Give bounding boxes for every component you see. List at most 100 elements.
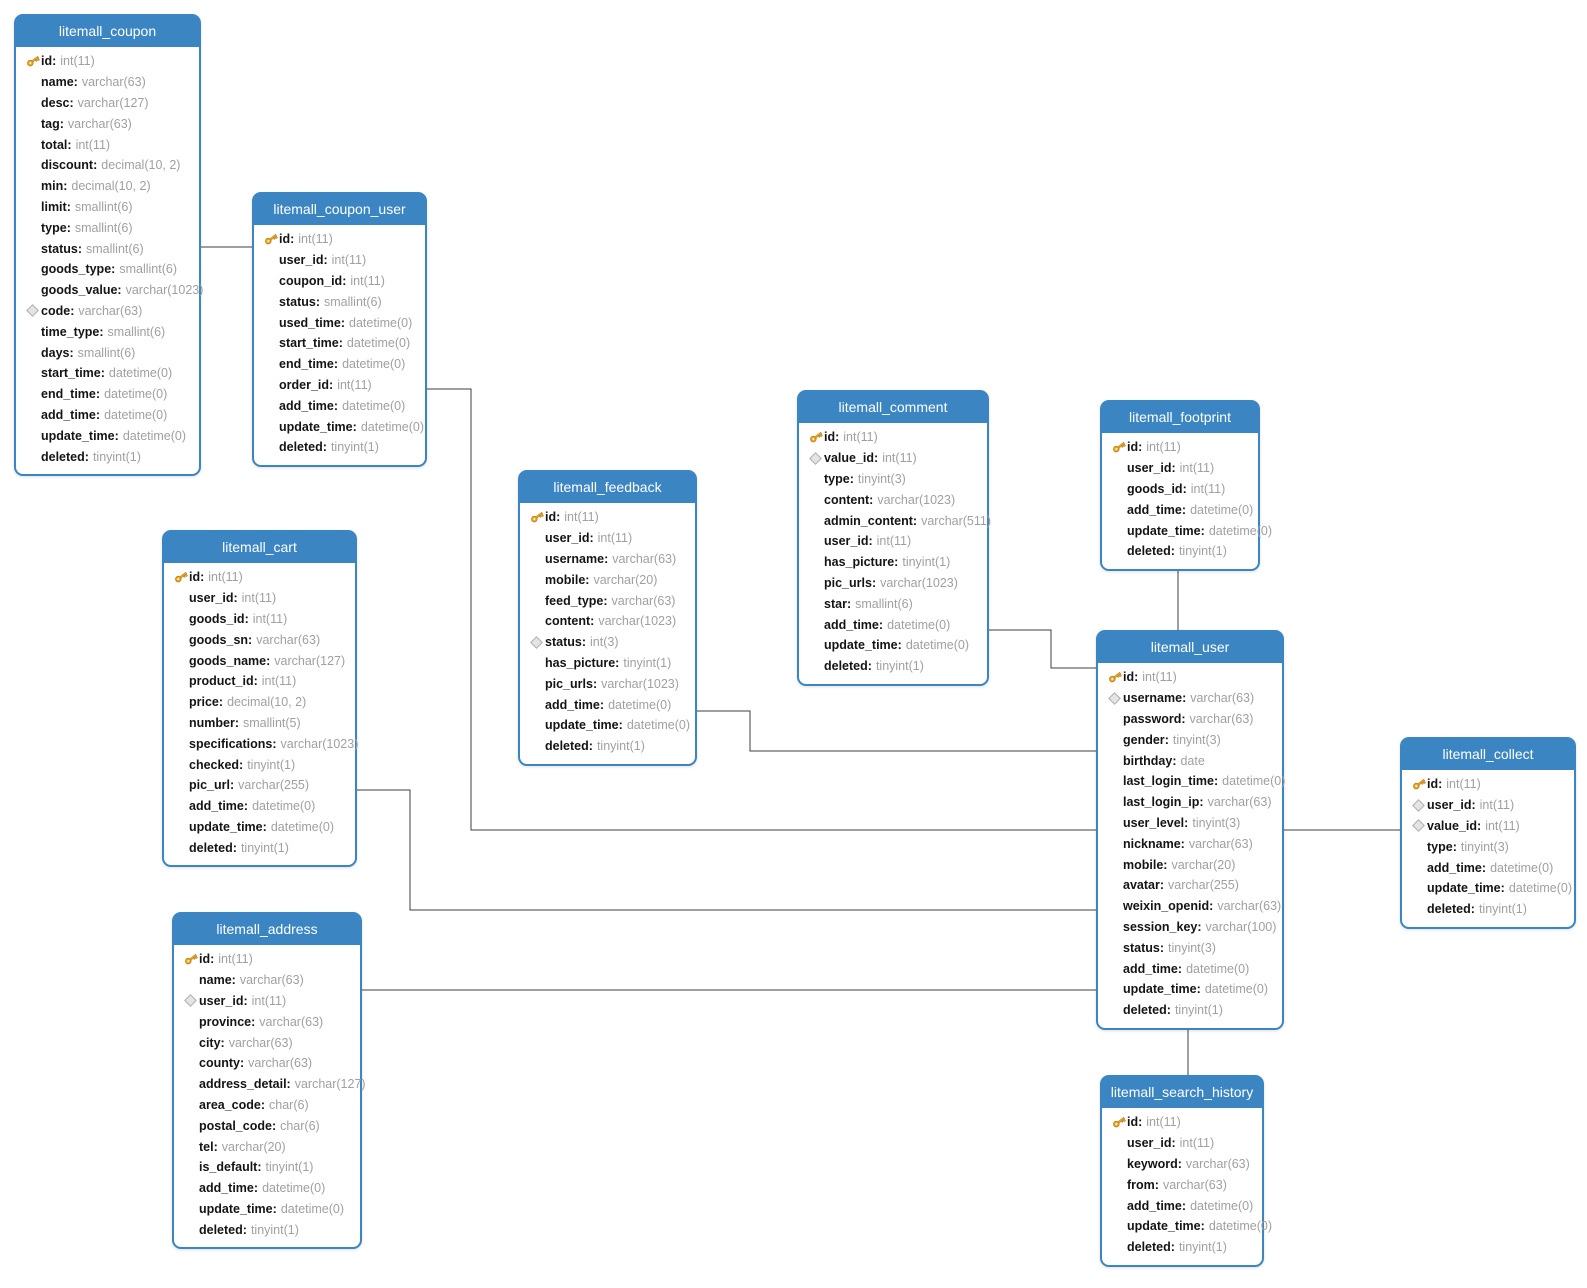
field-row: contentvarchar(1023): [520, 611, 695, 632]
field-type: datetime(0): [1508, 881, 1573, 896]
primary-key-icon: [1110, 1115, 1127, 1129]
field-type: int(11): [261, 674, 297, 689]
table-litemall_cart[interactable]: litemall_cartidint(11)user_idint(11)good…: [162, 530, 358, 868]
field-type: varchar(63): [259, 1014, 324, 1029]
field-row: add_time datetime(0): [520, 694, 695, 715]
index-icon: [182, 994, 199, 1008]
field-row: contentvarchar(1023): [799, 489, 987, 510]
table-litemall_comment[interactable]: litemall_commentidint(11)value_idint(11)…: [797, 390, 991, 686]
field-type: datetime(0): [104, 407, 168, 422]
field-row: typetinyint(3): [799, 469, 987, 490]
field-name: username: [1123, 691, 1186, 705]
field-name: end_time: [279, 357, 338, 371]
field-name: goods_sn: [189, 633, 252, 647]
field-type: int(11): [1479, 798, 1515, 813]
field-name: number: [189, 716, 239, 730]
field-name: type: [41, 221, 71, 235]
field-type: varchar(63): [228, 1035, 293, 1050]
field-row: idint(11): [1402, 774, 1574, 795]
field-name: id: [545, 510, 560, 524]
diamond-glyph: [1108, 691, 1121, 705]
field-type: tinyint(1): [1478, 902, 1527, 917]
field-row: namevarchar(63): [174, 970, 360, 991]
field-name: min: [41, 179, 67, 193]
table-title: litemall_coupon_user: [254, 194, 425, 225]
field-type: int(11): [882, 451, 917, 466]
field-name: pic_urls: [824, 576, 876, 590]
table-litemall_coupon[interactable]: litemall_couponidint(11)namevarchar(63)d…: [14, 14, 203, 476]
field-type: smallint(6): [107, 324, 166, 339]
field-name: update_time: [824, 638, 902, 652]
table-field-list: idint(11)user_idint(11)usernamevarchar(6…: [520, 503, 695, 764]
field-row: last_login_ipvarchar(63): [1098, 792, 1282, 813]
table-litemall_search_history[interactable]: litemall_search_historyidint(11)user_idi…: [1100, 1075, 1272, 1267]
field-type: int(11): [208, 570, 243, 585]
field-name: add_time: [545, 698, 604, 712]
table-field-list: idint(11)user_idint(11)value_idint(11)ty…: [1402, 770, 1574, 927]
field-row: specificationsvarchar(1023): [164, 733, 358, 754]
field-name: mobile: [1123, 858, 1167, 872]
field-row: add_timedatetime(0): [1102, 1195, 1262, 1216]
field-type: datetime(0): [1186, 961, 1250, 976]
field-row: idint(11): [164, 567, 355, 588]
field-row: deletedtinyint(1): [1102, 541, 1258, 562]
field-name: id: [41, 54, 56, 68]
table-litemall_user[interactable]: litemall_useridint(11)usernamevarchar(63…: [1096, 630, 1285, 1030]
table-litemall_address[interactable]: litemall_addressidint(11)namevarchar(63)…: [172, 912, 366, 1250]
field-name: update_time: [199, 1202, 277, 1216]
field-row: id int(11): [16, 51, 199, 72]
field-name: id: [1127, 440, 1142, 454]
table-litemall_footprint[interactable]: litemall_footprintidint(11)user_idint(11…: [1100, 400, 1272, 571]
field-name: used_time: [279, 316, 345, 330]
field-name: feed_type: [545, 594, 608, 608]
field-row: add_timedatetime(0): [1098, 958, 1282, 979]
field-type: smallint(6): [77, 345, 136, 360]
table-field-list: idint(11)value_idint(11)typetinyint(3)co…: [799, 423, 991, 684]
field-type: tinyint(1): [1178, 544, 1227, 559]
field-row: add_timedatetime(0): [1102, 499, 1258, 520]
field-type: datetime(0): [262, 1181, 326, 1196]
field-type: tinyint(1): [623, 655, 672, 670]
field-name: user_id: [1127, 461, 1176, 475]
field-row: end_timedatetime(0): [16, 384, 199, 405]
field-name: update_time: [41, 429, 119, 443]
field-row: product_idint(11): [164, 671, 355, 692]
field-row: deletedtinyint(1): [1102, 1237, 1262, 1258]
field-row: user_leveltinyint(3): [1098, 813, 1282, 834]
field-row: add_timedatetime(0): [1402, 857, 1574, 878]
index-icon: [1106, 691, 1123, 705]
field-row: discountdecimal(10, 2): [16, 155, 199, 176]
table-litemall_collect[interactable]: litemall_collectidint(11)user_idint(11)v…: [1400, 737, 1576, 929]
table-litemall_feedback[interactable]: litemall_feedbackidint(11)user_idint(11)…: [518, 470, 697, 766]
field-row: mobilevarchar(20): [1098, 854, 1282, 875]
field-row: mindecimal(10, 2): [16, 176, 199, 197]
field-type: varchar(511): [921, 513, 992, 528]
field-type: smallint(6): [119, 262, 177, 277]
field-type: datetime(0): [608, 697, 672, 712]
field-type: int(11): [564, 510, 599, 525]
field-name: province: [199, 1015, 255, 1029]
field-type: datetime(0): [360, 419, 425, 434]
field-type: varchar(63): [612, 551, 677, 566]
field-name: deleted: [189, 841, 237, 855]
field-name: weixin_openid: [1123, 899, 1213, 913]
field-type: datetime(0): [122, 428, 187, 443]
field-type: decimal(10, 2): [101, 158, 181, 173]
field-type: int(11): [60, 54, 95, 69]
field-name: password: [1123, 712, 1186, 726]
field-type: tinyint(1): [247, 757, 296, 772]
field-row: add_timedatetime(0): [254, 395, 425, 416]
field-row: codevarchar(63): [16, 301, 199, 322]
field-name: postal_code: [199, 1119, 276, 1133]
field-type: tinyint(1): [330, 440, 379, 455]
field-name: specifications: [189, 737, 277, 751]
field-row: end_timedatetime(0): [254, 354, 425, 375]
field-name: last_login_time: [1123, 774, 1218, 788]
field-name: user_id: [189, 591, 238, 605]
field-name: value_id: [824, 451, 878, 465]
field-name: deleted: [1127, 1240, 1175, 1254]
field-name: product_id: [189, 674, 258, 688]
table-litemall_coupon_user[interactable]: litemall_coupon_useridint(11)user_idint(…: [252, 192, 427, 467]
field-type: int(11): [876, 534, 912, 549]
field-type: varchar(63): [256, 632, 321, 647]
